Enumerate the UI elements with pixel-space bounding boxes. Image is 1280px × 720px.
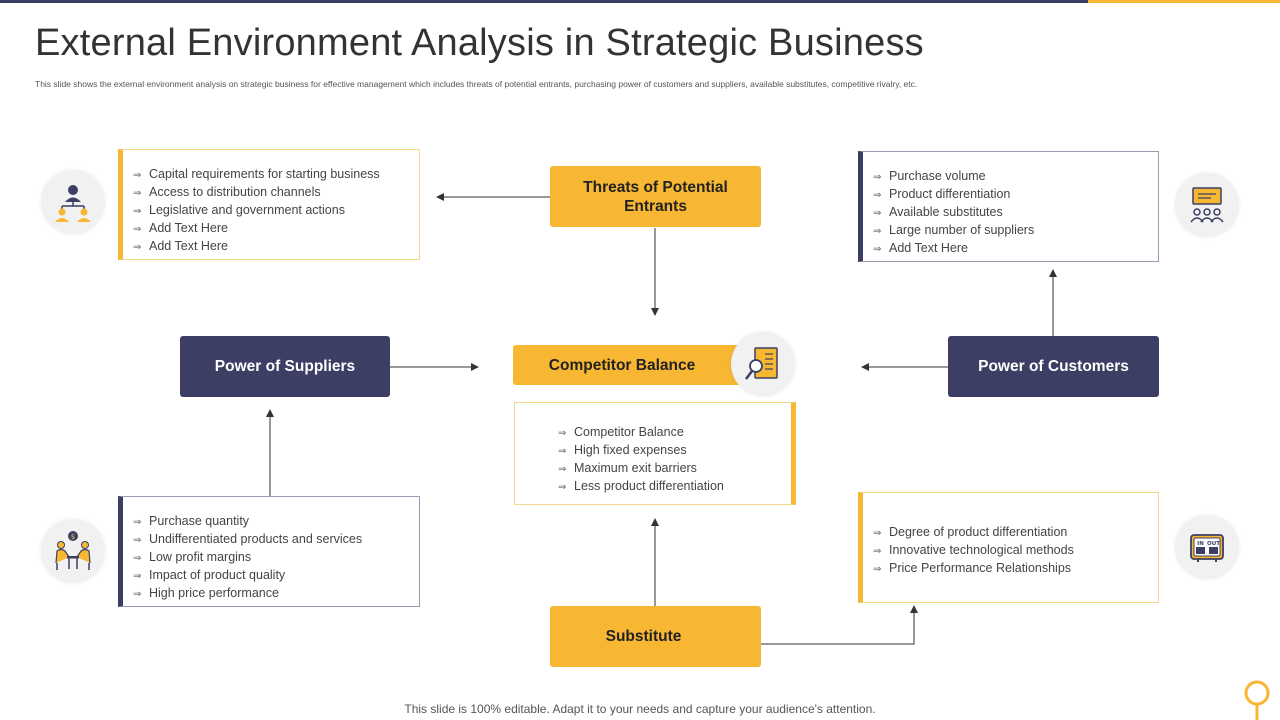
competitor-list-box: ⇒Competitor Balance ⇒High fixed expenses…: [514, 402, 796, 505]
magnifier-document-icon: [731, 332, 795, 396]
list-item: ⇒Low profit margins: [133, 550, 252, 564]
list-item: ⇒Add Text Here: [873, 241, 968, 255]
hierarchy-people-icon: [41, 170, 105, 234]
svg-text:OUT: OUT: [1207, 541, 1220, 547]
list-item: ⇒Innovative technological methods: [873, 543, 1074, 557]
list-item: ⇒Less product differentiation: [558, 479, 724, 493]
list-item: ⇒Access to distribution channels: [133, 185, 321, 199]
substitute-node: Substitute: [550, 606, 761, 667]
list-item: ⇒High fixed expenses: [558, 443, 687, 457]
list-item: ⇒Large number of suppliers: [873, 223, 1035, 237]
list-item: ⇒Add Text Here: [133, 239, 228, 253]
svg-text:$: $: [71, 533, 75, 541]
suppliers-node: Power of Suppliers: [180, 336, 390, 397]
svg-text:IN: IN: [1197, 541, 1204, 547]
list-item: ⇒Add Text Here: [133, 221, 228, 235]
substitute-list-box: ⇒Degree of product differentiation ⇒Inno…: [858, 492, 1159, 603]
negotiation-people-icon: $: [41, 519, 105, 583]
customers-node: Power of Customers: [948, 336, 1159, 397]
list-item: ⇒Impact of product quality: [133, 568, 286, 582]
list-item: ⇒Undifferentiated products and services: [133, 532, 363, 546]
magnifier-corner-icon: [1244, 680, 1270, 720]
list-item: ⇒Purchase quantity: [133, 514, 250, 528]
list-item: ⇒High price performance: [133, 586, 279, 600]
list-item: ⇒Price Performance Relationships: [873, 561, 1072, 575]
list-item: ⇒Purchase volume: [873, 169, 986, 183]
page-title: External Environment Analysis in Strateg…: [35, 22, 924, 64]
arrow-substitute-to-list: [761, 605, 918, 645]
footer-note: This slide is 100% editable. Adapt it to…: [404, 702, 876, 716]
top-accent-bar-gold: [1088, 0, 1280, 3]
presentation-audience-icon: [1175, 173, 1239, 237]
customers-list-box: ⇒Purchase volume ⇒Product differentiatio…: [858, 151, 1159, 262]
list-item: ⇒Product differentiation: [873, 187, 1011, 201]
suppliers-list-box: ⇒Purchase quantity ⇒Undifferentiated pro…: [118, 496, 420, 607]
list-item: ⇒Legislative and government actions: [133, 203, 345, 217]
page-subtitle: This slide shows the external environmen…: [35, 79, 918, 89]
list-item: ⇒Competitor Balance: [558, 425, 684, 439]
list-item: ⇒Maximum exit barriers: [558, 461, 697, 475]
competitor-node: Competitor Balance: [513, 345, 751, 385]
threats-list-box: ⇒Capital requirements for starting busin…: [118, 149, 420, 260]
threats-node: Threats of Potential Entrants: [550, 166, 761, 227]
top-accent-bar-navy: [0, 0, 1088, 3]
list-item: ⇒Degree of product differentiation: [873, 525, 1068, 539]
list-item: ⇒Capital requirements for starting busin…: [133, 167, 380, 181]
list-item: ⇒Available substitutes: [873, 205, 1003, 219]
in-out-counter-icon: IN OUT: [1175, 515, 1239, 579]
